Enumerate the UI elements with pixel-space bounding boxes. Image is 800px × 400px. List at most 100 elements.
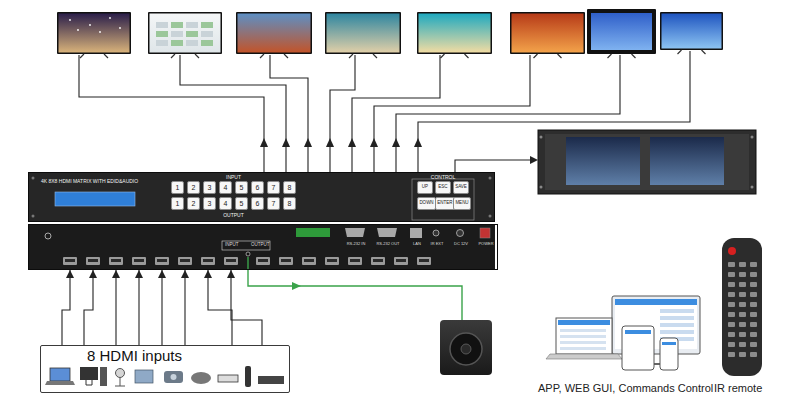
television: [510, 12, 585, 58]
remote-button: [750, 342, 757, 347]
remote-button: [750, 312, 757, 317]
control-frame: [412, 179, 474, 220]
button-label: UP: [422, 185, 428, 190]
arrowhead: [530, 156, 538, 164]
tv-ui-cell: [186, 40, 198, 46]
remote-button: [739, 332, 746, 337]
gui-row: [560, 347, 606, 350]
gui-row: [660, 316, 694, 320]
button-label: 7: [272, 184, 276, 191]
panel-label: OUTPUT: [223, 213, 244, 218]
remote-button: [750, 282, 757, 287]
tv-stand: [678, 50, 706, 54]
remote-button: [728, 342, 735, 347]
hdmi-slot: [419, 259, 429, 262]
arrowhead: [392, 138, 400, 147]
tv-screen: [238, 14, 311, 53]
lcd-display: [55, 192, 135, 206]
television: [57, 12, 131, 58]
hdmi-cable: [138, 270, 139, 345]
tv-ui-cell: [201, 40, 213, 46]
hdmi-cable: [62, 270, 70, 345]
tv-frame: [325, 12, 401, 54]
laptop-icon: [50, 368, 70, 381]
remote-icon: [245, 366, 251, 387]
tv-frame: [587, 9, 656, 54]
remote-button: [739, 282, 746, 287]
hdmi-port: [155, 257, 169, 265]
hdmi-slot: [203, 259, 213, 262]
hdmi-slot: [350, 259, 360, 262]
desktop-icon: [86, 380, 92, 385]
front-panel-body: [28, 172, 495, 222]
star: [119, 27, 121, 29]
button-label: 8: [288, 184, 292, 191]
button-label: 3: [208, 200, 212, 207]
rack-hole: [751, 136, 754, 139]
tv-screen: [327, 14, 400, 53]
matrix-button: SAVE: [453, 181, 469, 194]
tv-ui-cell: [156, 22, 168, 28]
speaker-cone: [450, 333, 482, 365]
button-label: SAVE: [455, 185, 467, 190]
button-label: DOWN: [419, 201, 433, 206]
button-label: 4: [224, 184, 228, 191]
television: [417, 12, 492, 58]
rack-hole: [540, 136, 543, 139]
rack-hole: [540, 186, 543, 189]
tv-ui-cell: [171, 31, 183, 37]
remote-button: [728, 312, 735, 317]
remote-button: [739, 312, 746, 317]
rack-hole: [32, 177, 35, 180]
hdmi-slot: [373, 259, 383, 262]
desktop-icon: [80, 367, 98, 380]
button-label: 5: [240, 200, 244, 207]
matrix-button: 7: [267, 197, 280, 210]
port-label: POWER: [478, 242, 493, 246]
matrix-button: 5: [235, 181, 248, 194]
laptop-base: [546, 354, 622, 359]
remote-button: [750, 272, 757, 277]
tv-ui-cell: [201, 22, 213, 28]
arrowhead: [260, 138, 268, 147]
port-label-frame: [222, 241, 270, 250]
gui-row: [560, 329, 606, 332]
remote-button: [739, 302, 746, 307]
matrix-button: 8: [283, 181, 296, 194]
monitor-bezel: [545, 134, 749, 190]
tv-frame: [660, 12, 723, 50]
tv-stand: [80, 54, 108, 58]
hdmi-slot: [226, 259, 236, 262]
hdmi-slot: [396, 259, 406, 262]
remote-button: [728, 332, 735, 337]
matrix-button: 5: [235, 197, 248, 210]
rack-hole: [489, 177, 492, 180]
video-cable: [330, 55, 355, 172]
rs232-port: [377, 228, 397, 237]
tv-stand: [534, 54, 562, 58]
desktop-icon: [100, 367, 107, 386]
port-label: IR EXT: [431, 242, 444, 246]
gui-header: [615, 299, 697, 305]
hdmi-slot: [180, 259, 190, 262]
front-panel: 4K 8X8 HDMI MATRIX WITH EDID&AUDIOINPUTO…: [28, 172, 495, 222]
monitor-cable: [455, 160, 530, 172]
star: [77, 29, 79, 31]
video-cable: [79, 55, 264, 172]
port-label: INPUT: [225, 243, 239, 248]
hdmi-port: [132, 257, 146, 265]
laptop-icon: [45, 381, 75, 385]
button-label: 2: [192, 184, 196, 191]
set-top-box-icon: [258, 376, 284, 384]
port-label: RS-232 IN: [347, 242, 366, 246]
hdmi-cable: [161, 270, 162, 345]
camera-icon: [115, 378, 125, 386]
hdmi-port: [178, 257, 192, 265]
arrowhead: [414, 138, 422, 147]
hdmi-port: [86, 257, 100, 265]
lan-port: [410, 228, 422, 238]
rack-monitor: [538, 130, 756, 194]
input-devices-box: 8 HDMI inputs: [40, 345, 290, 393]
matrix-button: 7: [267, 181, 280, 194]
